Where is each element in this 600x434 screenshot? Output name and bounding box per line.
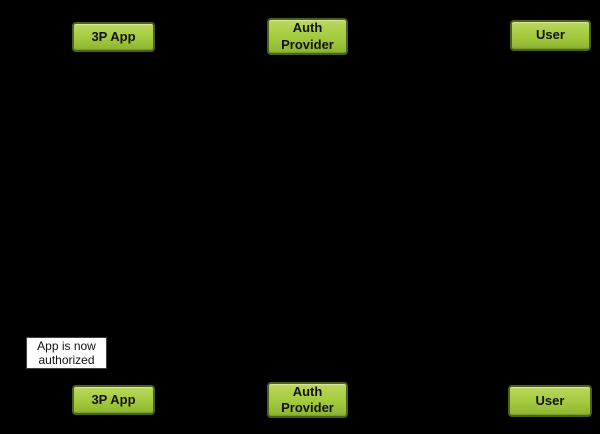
actor-label-user-top: User [536, 27, 565, 43]
actor-box-user-top: User [510, 20, 591, 51]
actor-box-user-bottom: User [508, 385, 592, 417]
actor-label-auth-provider-top: Auth Provider [281, 20, 334, 52]
actor-label-auth-provider-bottom: Auth Provider [281, 383, 334, 415]
actor-label-3p-app-top: 3P App [91, 28, 136, 44]
actor-label-user-bottom: User [535, 392, 565, 408]
actor-box-3p-app-bottom: 3P App [72, 385, 155, 415]
actor-box-auth-provider-bottom: Auth Provider [267, 382, 348, 418]
actor-box-auth-provider-top: Auth Provider [267, 18, 348, 55]
actor-box-3p-app-top: 3P App [72, 22, 155, 52]
actor-label-3p-app-bottom: 3P App [91, 391, 136, 407]
note-text: App is now authorized [37, 338, 96, 367]
note-box: App is now authorized [26, 337, 107, 369]
